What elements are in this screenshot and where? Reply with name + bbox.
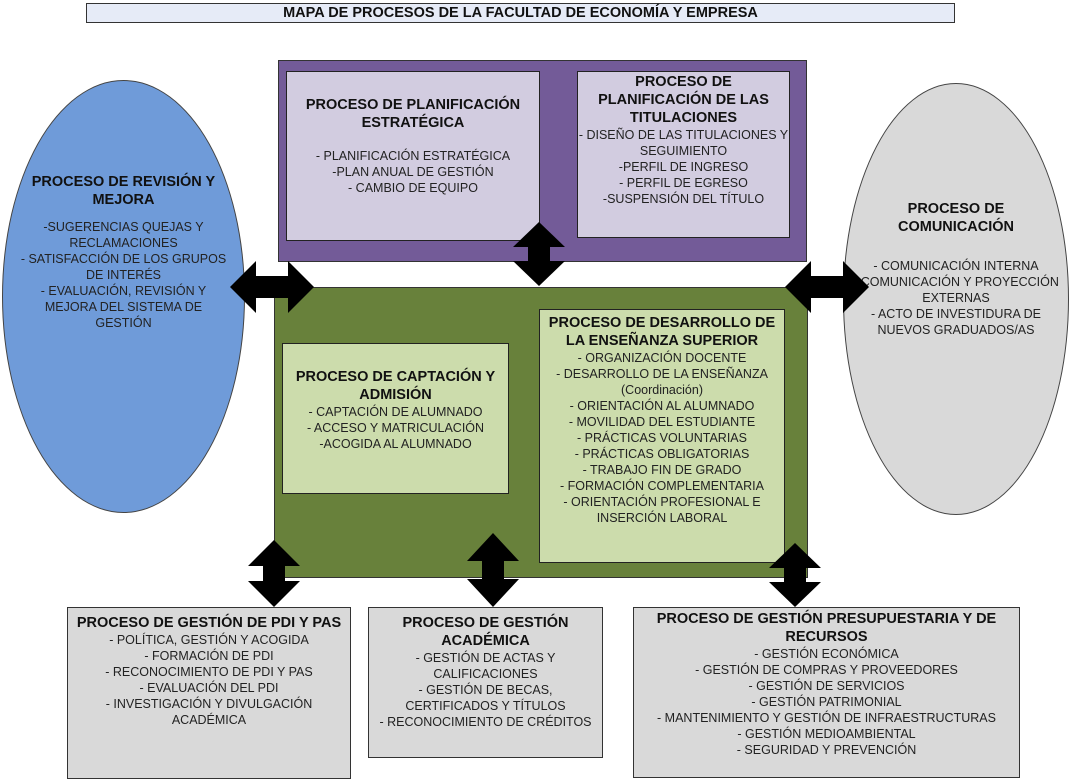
- staff-management-items: - POLÍTICA, GESTIÓN Y ACOGIDA - FORMACIÓN…: [68, 632, 350, 728]
- academic-management-title: PROCESO DE GESTIÓN ACADÉMICA: [402, 615, 569, 649]
- budget-resources-title: PROCESO DE GESTIÓN PRESUPUESTARIA Y DE R…: [656, 611, 997, 645]
- process-item: - MOVILIDAD DEL ESTUDIANTE: [568, 415, 756, 429]
- process-item: -ACOGIDA AL ALUMNADO: [319, 437, 472, 451]
- double-arrow-vertical-icon: [513, 222, 565, 286]
- process-item: - GESTIÓN ECONÓMICA: [754, 647, 899, 661]
- process-item: - ORGANIZACIÓN DOCENTE: [577, 351, 747, 365]
- double-arrow-horizontal-icon: [785, 261, 869, 313]
- revision-title: PROCESO DE REVISIÓN Y MEJORA: [31, 173, 216, 208]
- process-item: - FORMACIÓN COMPLEMENTARIA: [560, 479, 764, 493]
- process-item: - SEGURIDAD Y PREVENCIÓN: [736, 743, 917, 757]
- degree-planning-items: - DISEÑO DE LAS TITULACIONES Y SEGUIMIEN…: [578, 127, 789, 207]
- process-item: - PRÁCTICAS VOLUNTARIAS: [577, 431, 747, 445]
- process-item: - ACTO DE INVESTIDURA DE NUEVOS GRADUADO…: [871, 307, 1041, 337]
- teaching-development-items: - ORGANIZACIÓN DOCENTE - DESARROLLO DE LA…: [540, 350, 784, 526]
- process-item: - INVESTIGACIÓN Y DIVULGACIÓN ACADÉMICA: [105, 697, 313, 727]
- process-item: - EVALUACIÓN, REVISIÓN Y MEJORA DEL SIST…: [40, 283, 207, 330]
- process-item: -SUGERENCIAS QUEJAS Y RECLAMACIONES: [43, 219, 204, 250]
- process-item: - RECONOCIMIENTO DE CRÉDITOS: [379, 715, 592, 729]
- process-item: - CAPTACIÓN DE ALUMNADO: [308, 405, 483, 419]
- strategic-planning-title: PROCESO DE PLANIFICACIÓN ESTRATÉGICA: [305, 97, 521, 131]
- recruitment-admission-box: PROCESO DE CAPTACIÓN Y ADMISIÓN - CAPTAC…: [282, 343, 509, 494]
- process-item: - RECONOCIMIENTO DE PDI Y PAS: [105, 665, 313, 679]
- double-arrow-vertical-icon: [467, 533, 519, 607]
- process-item: - MANTENIMIENTO Y GESTIÓN DE INFRAESTRUC…: [657, 711, 996, 725]
- communication-items: - COMUNICACIÓN INTERNA - COMUNICACIÓN Y P…: [851, 258, 1061, 338]
- process-item: - TRABAJO FIN DE GRADO: [582, 463, 742, 477]
- process-item: - COMUNICACIÓN INTERNA: [873, 259, 1039, 273]
- communication-title: PROCESO DE COMUNICACIÓN: [898, 201, 1014, 235]
- double-arrow-horizontal-icon: [230, 261, 314, 313]
- process-item: - SATISFACCIÓN DE LOS GRUPOS DE INTERÉS: [20, 251, 227, 282]
- staff-management-box: PROCESO DE GESTIÓN DE PDI Y PAS - POLÍTI…: [67, 607, 351, 779]
- degree-planning-box: PROCESO DE PLANIFICACIÓN DE LAS TITULACI…: [577, 71, 790, 238]
- recruitment-admission-title: PROCESO DE CAPTACIÓN Y ADMISIÓN: [295, 369, 496, 403]
- academic-management-box: PROCESO DE GESTIÓN ACADÉMICA - GESTIÓN D…: [368, 607, 603, 758]
- staff-management-title: PROCESO DE GESTIÓN DE PDI Y PAS: [76, 615, 342, 631]
- strategic-planning-box: PROCESO DE PLANIFICACIÓN ESTRATÉGICA - P…: [286, 71, 540, 241]
- process-item: - ORIENTACIÓN AL ALUMNADO: [569, 399, 755, 413]
- process-item: - FORMACIÓN DE PDI: [144, 649, 274, 663]
- revision-process-ellipse: PROCESO DE REVISIÓN Y MEJORA -SUGERENCIA…: [2, 80, 245, 513]
- process-item: - GESTIÓN PATRIMONIAL: [751, 695, 902, 709]
- process-item: - GESTIÓN MEDIOAMBIENTAL: [737, 727, 916, 741]
- process-item: - GESTIÓN DE BECAS, CERTIFICADOS Y TÍTUL…: [405, 683, 566, 713]
- process-item: (Coordinación): [621, 383, 703, 397]
- teaching-development-box: PROCESO DE DESARROLLO DE LA ENSEÑANZA SU…: [539, 309, 785, 563]
- recruitment-admission-items: - CAPTACIÓN DE ALUMNADO - ACCESO Y MATRIC…: [283, 404, 508, 452]
- budget-resources-items: - GESTIÓN ECONÓMICA - GESTIÓN DE COMPRAS …: [634, 646, 1019, 758]
- degree-planning-title: PROCESO DE PLANIFICACIÓN DE LAS TITULACI…: [598, 74, 769, 126]
- double-arrow-vertical-icon: [248, 540, 300, 607]
- process-item: - GESTIÓN DE ACTAS Y CALIFICACIONES: [415, 651, 556, 681]
- process-item: -PERFIL DE INGRESO: [618, 160, 749, 174]
- process-item: - GESTIÓN DE COMPRAS Y PROVEEDORES: [695, 663, 958, 677]
- double-arrow-vertical-icon: [769, 543, 821, 607]
- revision-items: -SUGERENCIAS QUEJAS Y RECLAMACIONES- SAT…: [16, 219, 231, 331]
- process-item: - ORIENTACIÓN PROFESIONAL E INSERCIÓN LA…: [563, 495, 761, 525]
- academic-management-items: - GESTIÓN DE ACTAS Y CALIFICACIONES- GES…: [369, 650, 602, 730]
- process-item: - COMUNICACIÓN Y PROYECCIÓN EXTERNAS: [853, 275, 1059, 305]
- process-item: -PLAN ANUAL DE GESTIÓN: [332, 165, 494, 179]
- process-item: -SUSPENSIÓN DEL TÍTULO: [602, 192, 765, 206]
- process-item: - DESARROLLO DE LA ENSEÑANZA: [556, 367, 768, 381]
- strategic-planning-items: - PLANIFICACIÓN ESTRATÉGICA -PLAN ANUAL D…: [287, 148, 539, 196]
- process-item: - POLÍTICA, GESTIÓN Y ACOGIDA: [109, 633, 309, 647]
- teaching-development-title: PROCESO DE DESARROLLO DE LA ENSEÑANZA SU…: [548, 315, 776, 349]
- process-item: - EVALUACIÓN DEL PDI: [139, 681, 279, 695]
- process-item: - PLANIFICACIÓN ESTRATÉGICA: [315, 149, 511, 163]
- process-item: - GESTIÓN DE SERVICIOS: [748, 679, 905, 693]
- process-item: - CAMBIO DE EQUIPO: [348, 181, 478, 195]
- diagram-title: MAPA DE PROCESOS DE LA FACULTAD DE ECONO…: [86, 3, 955, 23]
- communication-process-ellipse: PROCESO DE COMUNICACIÓN - COMUNICACIÓN I…: [843, 83, 1069, 515]
- process-item: - ACCESO Y MATRICULACIÓN: [306, 421, 485, 435]
- budget-resources-box: PROCESO DE GESTIÓN PRESUPUESTARIA Y DE R…: [633, 607, 1020, 778]
- process-item: - PRÁCTICAS OBLIGATORIAS: [574, 447, 750, 461]
- process-item: - PERFIL DE EGRESO: [619, 176, 748, 190]
- process-item: - DISEÑO DE LAS TITULACIONES Y SEGUIMIEN…: [578, 128, 789, 158]
